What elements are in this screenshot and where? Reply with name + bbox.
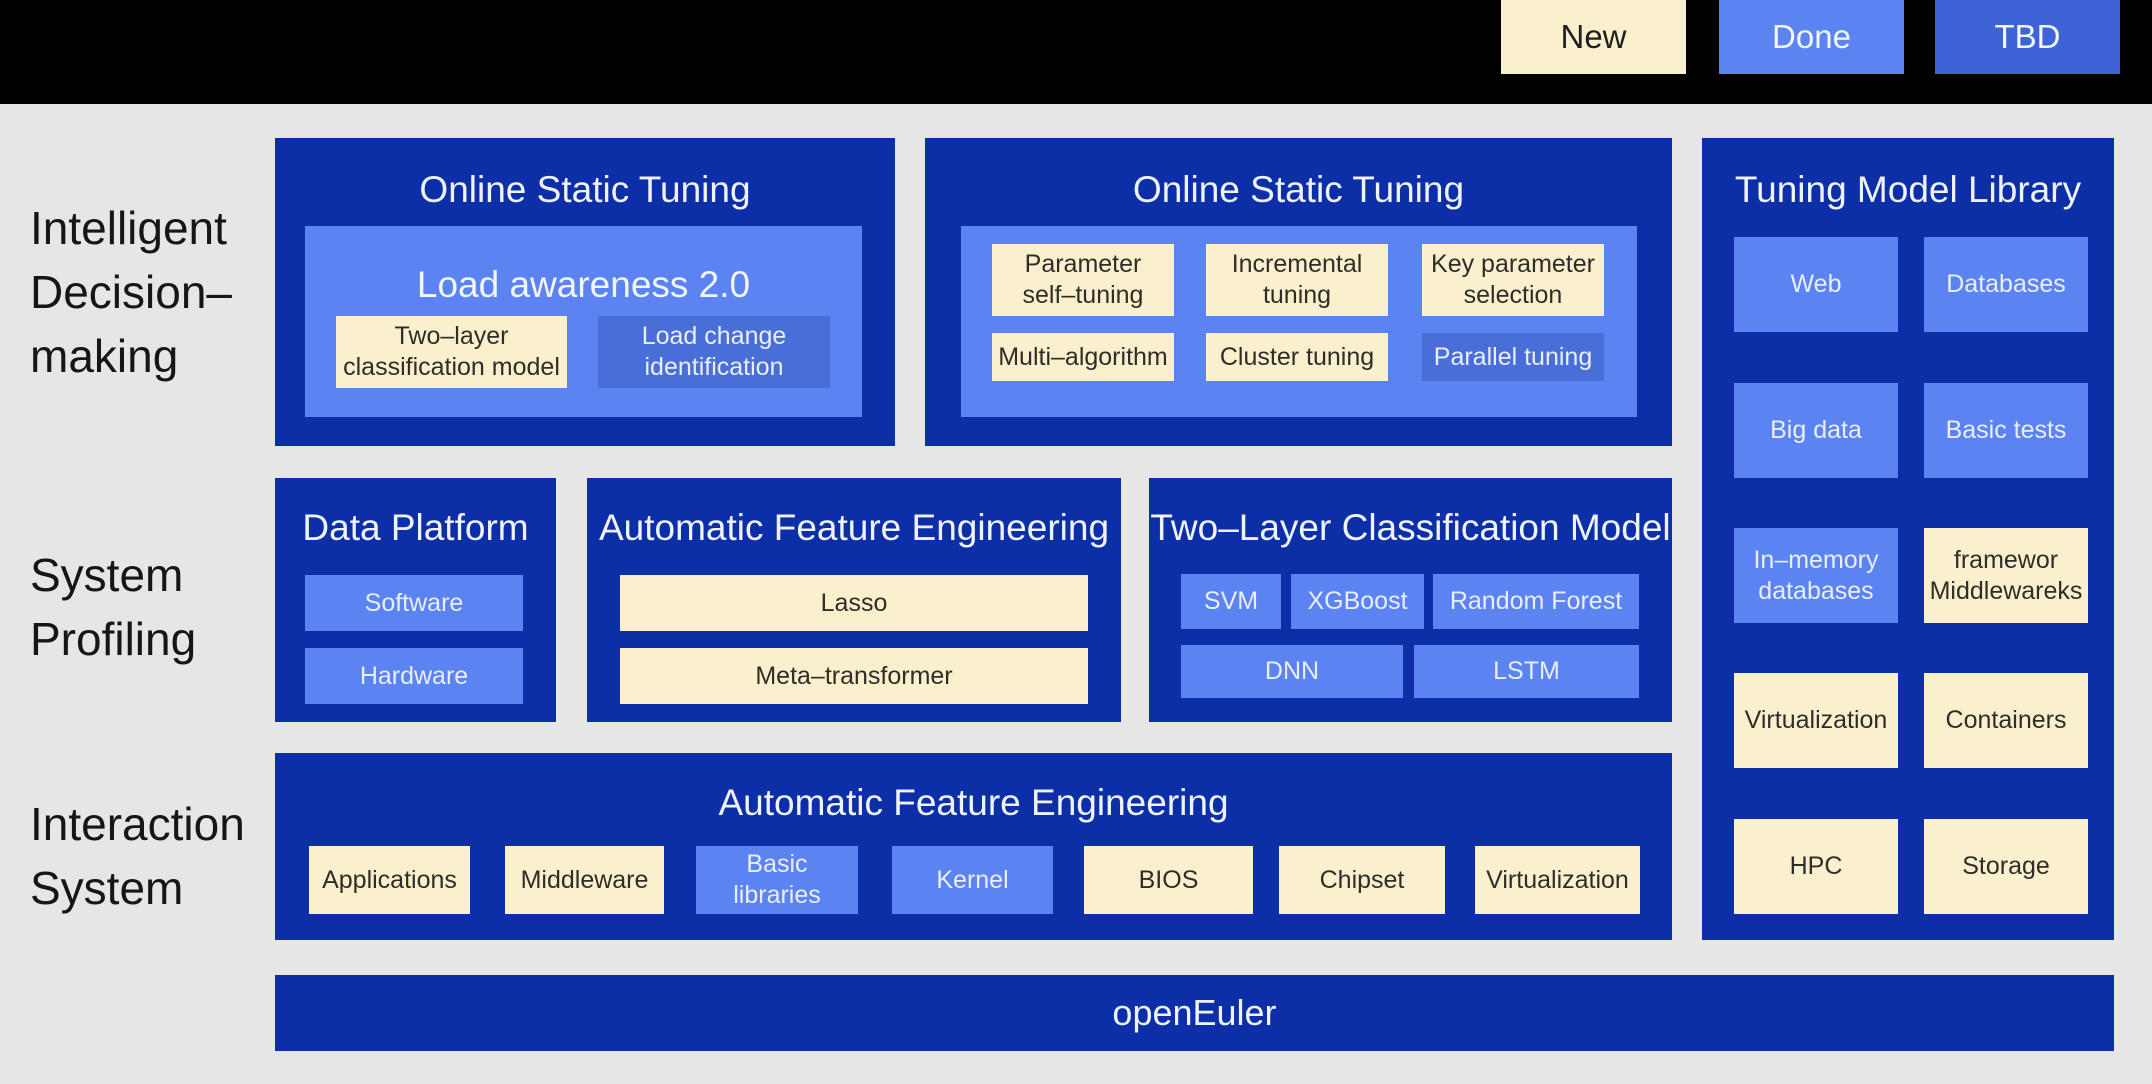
chip-middleware-frameworks: framewor Middlewareks bbox=[1924, 528, 2088, 623]
panel-title: Load awareness 2.0 bbox=[416, 264, 751, 305]
row-label-intelligent-decision-making: Intelligent Decision– making bbox=[30, 202, 232, 382]
chip-cluster-tuning: Cluster tuning bbox=[1206, 333, 1388, 381]
chip-virtualization: Virtualization bbox=[1734, 673, 1898, 768]
chip-applications: Applications bbox=[309, 846, 470, 914]
box-two-layer-classification-model: Two–Layer Classification Model SVM XGBoo… bbox=[1149, 478, 1672, 722]
box-data-platform: Data Platform Software Hardware bbox=[275, 478, 556, 722]
chip-load-change-identification: Load change identification bbox=[598, 316, 830, 388]
chip-multi-algorithm: Multi–algorithm bbox=[992, 333, 1174, 381]
box-title: Data Platform bbox=[302, 507, 529, 548]
chip-containers: Containers bbox=[1924, 673, 2088, 768]
legend-done: Done bbox=[1719, 0, 1904, 74]
legend-bar: New Done TBD bbox=[0, 0, 2152, 104]
chip-parameter-self-tuning: Parameter self–tuning bbox=[992, 244, 1174, 316]
chip-storage: Storage bbox=[1924, 819, 2088, 914]
box-title: Automatic Feature Engineering bbox=[598, 507, 1110, 548]
box-title: Online Static Tuning bbox=[419, 169, 751, 210]
chip-databases: Databases bbox=[1924, 237, 2088, 332]
box-online-static-tuning-2: Online Static Tuning Parameter self–tuni… bbox=[925, 138, 1672, 446]
chip-two-layer-classification-model: Two–layer classification model bbox=[336, 316, 567, 388]
chip-software: Software bbox=[305, 575, 523, 631]
box-title: Online Static Tuning bbox=[1132, 169, 1465, 210]
chip-parallel-tuning: Parallel tuning bbox=[1422, 333, 1604, 381]
chip-basic-libraries: Basic libraries bbox=[696, 846, 858, 914]
load-awareness-panel: Load awareness 2.0 Two–layer classificat… bbox=[305, 226, 862, 417]
box-tuning-model-library: Tuning Model Library Web Databases Big d… bbox=[1702, 138, 2114, 940]
chip-random-forest: Random Forest bbox=[1433, 574, 1639, 629]
chip-kernel: Kernel bbox=[892, 846, 1053, 914]
chip-virtualization-2: Virtualization bbox=[1475, 846, 1640, 914]
box-title: Automatic Feature Engineering bbox=[718, 782, 1229, 823]
chip-chipset: Chipset bbox=[1279, 846, 1445, 914]
chip-big-data: Big data bbox=[1734, 383, 1898, 478]
box-automatic-feature-engineering-mid: Automatic Feature Engineering Lasso Meta… bbox=[587, 478, 1121, 722]
chip-incremental-tuning: Incremental tuning bbox=[1206, 244, 1388, 316]
chip-svm: SVM bbox=[1181, 574, 1281, 629]
chip-meta-transformer: Meta–transformer bbox=[620, 648, 1088, 704]
chip-lstm: LSTM bbox=[1414, 645, 1639, 698]
chip-hpc: HPC bbox=[1734, 819, 1898, 914]
chip-hardware: Hardware bbox=[305, 648, 523, 704]
box-online-static-tuning-1: Online Static Tuning Load awareness 2.0 … bbox=[275, 138, 895, 446]
row-label-system-profiling: System Profiling bbox=[30, 549, 197, 665]
chip-web: Web bbox=[1734, 237, 1898, 332]
box-title: Tuning Model Library bbox=[1734, 169, 2082, 210]
chip-bios: BIOS bbox=[1084, 846, 1253, 914]
openeuler-bar: openEuler bbox=[275, 975, 2114, 1051]
chip-basic-tests: Basic tests bbox=[1924, 383, 2088, 478]
chip-xgboost: XGBoost bbox=[1291, 574, 1424, 629]
row-label-interaction-system: Interaction System bbox=[30, 798, 245, 914]
chip-lasso: Lasso bbox=[620, 575, 1088, 631]
box-automatic-feature-engineering-bottom: Automatic Feature Engineering Applicatio… bbox=[275, 753, 1672, 940]
chip-key-parameter-selection: Key parameter selection bbox=[1422, 244, 1604, 316]
legend-new: New bbox=[1501, 0, 1686, 74]
tuning-methods-panel: Parameter self–tuning Incremental tuning… bbox=[961, 226, 1637, 417]
box-title: Two–Layer Classification Model bbox=[1150, 507, 1671, 548]
legend-tbd: TBD bbox=[1935, 0, 2120, 74]
chip-middleware: Middleware bbox=[505, 846, 664, 914]
chip-dnn: DNN bbox=[1181, 645, 1403, 698]
chip-in-memory-databases: In–memory databases bbox=[1734, 528, 1898, 623]
